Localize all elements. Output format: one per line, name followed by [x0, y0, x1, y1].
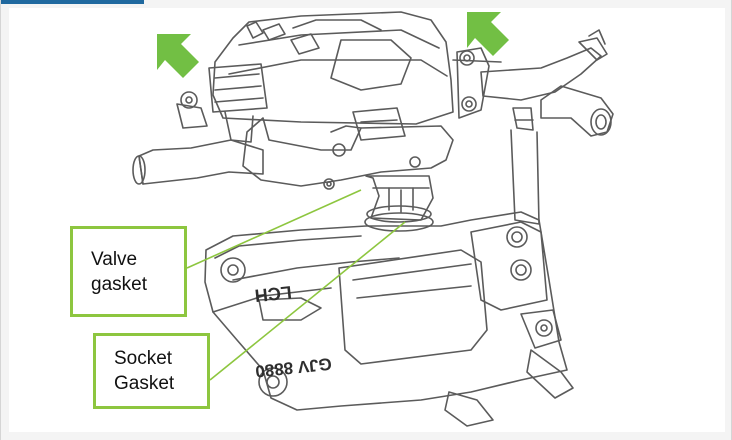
top-accent-bar — [1, 0, 144, 4]
part-markings: LCH GJV 8880 — [254, 282, 333, 381]
up-left-arrow-icon — [467, 12, 509, 56]
valve-gasket-label-line1: Valve — [91, 248, 138, 270]
valve-gasket-callout: Valve gasket — [70, 226, 187, 317]
callout-leaders — [186, 189, 406, 381]
line-art — [132, 11, 614, 427]
valve-gasket-leader-line — [186, 189, 362, 269]
socket-gasket-callout: Socket Gasket — [93, 333, 210, 409]
up-left-arrow-icon — [157, 34, 199, 78]
valve-gasket-label-line2: gasket — [91, 273, 147, 295]
casting-marking-gjv: GJV 8880 — [254, 354, 332, 381]
socket-gasket-label-line2: Gasket — [114, 373, 175, 394]
casting-marking-lch: LCH — [254, 282, 293, 306]
socket-gasket-leader-line — [209, 221, 406, 381]
socket-gasket-label-line1: Socket — [114, 348, 173, 369]
